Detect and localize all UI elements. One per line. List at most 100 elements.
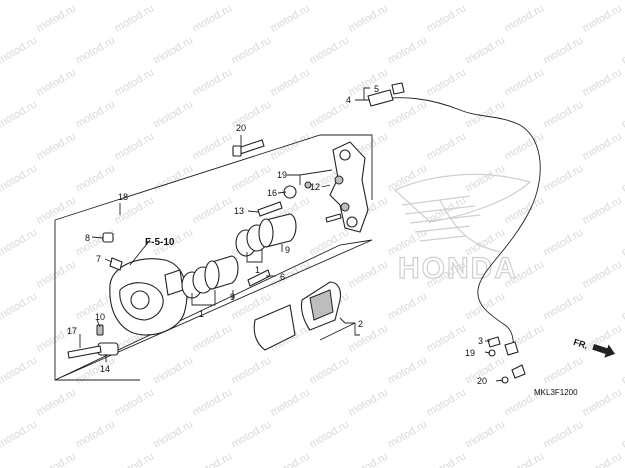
watermark-text: motod.ru xyxy=(347,2,391,34)
caliper-assembly-frame xyxy=(54,134,373,381)
caliper-body xyxy=(109,258,188,336)
watermark-text: motod.ru xyxy=(152,0,196,3)
brand-mark: HONDA xyxy=(398,252,518,285)
callout-11: 12 xyxy=(310,182,320,192)
reference-label: F-5-10 xyxy=(145,237,175,248)
watermark-text: motod.ru xyxy=(191,322,235,354)
callout-18: 19 xyxy=(465,348,475,358)
watermark-text: motod.ru xyxy=(35,258,79,290)
callout-6: 6 xyxy=(280,272,285,282)
watermark-text: motod.ru xyxy=(230,34,274,66)
watermark-text: motod.ru xyxy=(581,130,625,162)
callout-7: 7 xyxy=(96,254,101,264)
watermark-text: motod.ru xyxy=(464,162,508,194)
watermark-text: motod.ru xyxy=(581,194,625,226)
watermark-text: motod.ru xyxy=(620,290,625,322)
leader-lines xyxy=(79,87,504,382)
watermark-text: motod.ru xyxy=(0,0,39,3)
watermark-text: motod.ru xyxy=(308,34,352,66)
watermark-text: motod.ru xyxy=(347,322,391,354)
callout-16: 18 xyxy=(118,192,128,202)
watermark-text: motod.ru xyxy=(113,130,157,162)
watermark-text: motod.ru xyxy=(620,418,625,450)
front-label: FR. xyxy=(572,337,589,351)
watermark-text: motod.ru xyxy=(503,450,547,468)
watermark-text: motod.ru xyxy=(152,354,196,386)
watermark-text: motod.ru xyxy=(620,0,625,3)
watermark-text: motod.ru xyxy=(230,418,274,450)
watermark-text: motod.ru xyxy=(113,386,157,418)
watermark-text: motod.ru xyxy=(152,162,196,194)
watermark-text: motod.ru xyxy=(230,0,274,3)
watermark-text: motod.ru xyxy=(308,0,352,3)
bolts xyxy=(232,139,342,223)
callout-14: 16 xyxy=(267,188,277,198)
watermark-text: motod.ru xyxy=(0,34,39,66)
watermark-text: motod.ru xyxy=(74,354,118,386)
watermark-text: motod.ru xyxy=(0,98,39,130)
watermark-text: motod.ru xyxy=(386,354,430,386)
watermark-text: motod.ru xyxy=(74,34,118,66)
watermark-text: motod.ru xyxy=(269,450,313,468)
watermark-text: motod.ru xyxy=(386,290,430,322)
callout-numbers: 18 8 7 10 17 14 1 9 1 9 6 2 13 16 19 12 … xyxy=(67,84,487,386)
watermark-text: motod.ru xyxy=(347,450,391,468)
watermark-text: motod.ru xyxy=(191,2,235,34)
watermark-text: motod.ru xyxy=(0,162,39,194)
diagram-code: MKL3F1200 xyxy=(534,388,578,397)
watermark-text: motod.ru xyxy=(191,386,235,418)
watermark-text: motod.ru xyxy=(0,354,39,386)
piston-set-right xyxy=(235,213,297,257)
watermark-text: motod.ru xyxy=(425,66,469,98)
watermark-text: motod.ru xyxy=(386,0,430,3)
watermark-text: motod.ru xyxy=(308,98,352,130)
watermark-text: motod.ru xyxy=(503,66,547,98)
watermark-text: motod.ru xyxy=(35,66,79,98)
watermark-text: motod.ru xyxy=(464,0,508,3)
watermark-text: motod.ru xyxy=(386,162,430,194)
watermark-text: motod.ru xyxy=(74,0,118,3)
callout-4: 4 xyxy=(346,95,351,105)
watermark-text: motod.ru xyxy=(386,34,430,66)
caliper-bracket xyxy=(329,141,369,233)
callout-20: 20 xyxy=(236,123,246,133)
watermark-text: motod.ru xyxy=(191,194,235,226)
watermark-text: motod.ru xyxy=(542,0,586,3)
brake-pads xyxy=(247,269,342,351)
watermark-text: motod.ru xyxy=(308,418,352,450)
watermark-text: motod.ru xyxy=(620,34,625,66)
watermark-text: motod.ru xyxy=(113,2,157,34)
watermark-text: motod.ru xyxy=(464,418,508,450)
watermark-text: motod.ru xyxy=(464,290,508,322)
watermark-text: motod.ru xyxy=(425,2,469,34)
watermark-text: motod.ru xyxy=(191,450,235,468)
watermark-text: motod.ru xyxy=(230,354,274,386)
callout-19: 20 xyxy=(477,376,487,386)
watermark-text: motod.ru xyxy=(542,354,586,386)
watermark-text: motod.ru xyxy=(386,418,430,450)
watermark-text: motod.ru xyxy=(581,2,625,34)
watermark-text: motod.ru xyxy=(269,130,313,162)
callout-3: 3 xyxy=(478,336,483,346)
watermark-text: motod.ru xyxy=(308,226,352,258)
watermark-text: motod.ru xyxy=(0,418,39,450)
callout-10: 10 xyxy=(95,312,105,322)
watermark-text: motod.ru xyxy=(425,322,469,354)
callout-15: 17 xyxy=(67,326,77,336)
bleeder-parts xyxy=(67,232,123,359)
abs-sensor-wire xyxy=(367,82,541,384)
callout-17: 19 xyxy=(277,170,287,180)
watermark-text: motod.ru xyxy=(542,290,586,322)
watermark-text: motod.ru xyxy=(269,258,313,290)
callout-12: 13 xyxy=(234,206,244,216)
watermark-text: motod.ru xyxy=(113,450,157,468)
watermark-text: motod.ru xyxy=(542,162,586,194)
watermark-text: motod.ru xyxy=(35,386,79,418)
watermark-text: motod.ru xyxy=(581,450,625,468)
watermark-text: motod.ru xyxy=(74,418,118,450)
watermark-text: motod.ru xyxy=(74,98,118,130)
watermark-text: motod.ru xyxy=(425,450,469,468)
watermark-text: motod.ru xyxy=(425,130,469,162)
